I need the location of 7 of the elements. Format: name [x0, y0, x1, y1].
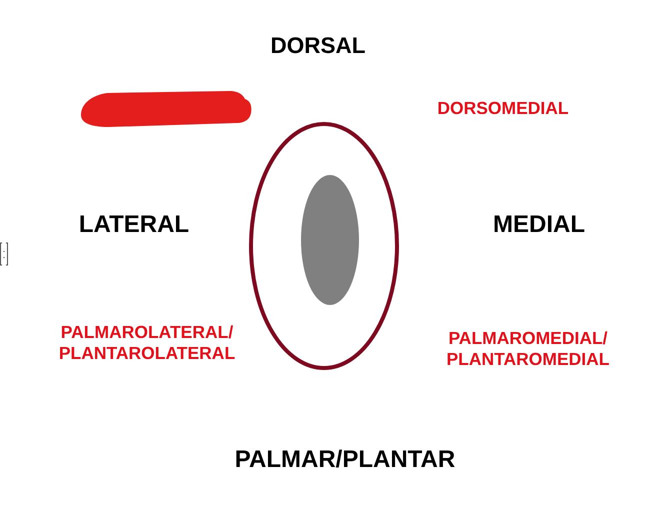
direction-label: PALMAR/PLANTAR	[234, 446, 456, 474]
direction-label: LATERAL	[78, 211, 190, 239]
direction-label: DORSAL	[270, 32, 366, 60]
direction-label: DORSOMEDIAL	[436, 98, 570, 119]
direction-label: MEDIAL	[492, 211, 586, 239]
direction-label: PALMAROMEDIAL/ PLANTAROMEDIAL	[446, 328, 610, 370]
direction-label: PALMAROLATERAL/ PLANTAROLATERAL	[58, 322, 236, 364]
